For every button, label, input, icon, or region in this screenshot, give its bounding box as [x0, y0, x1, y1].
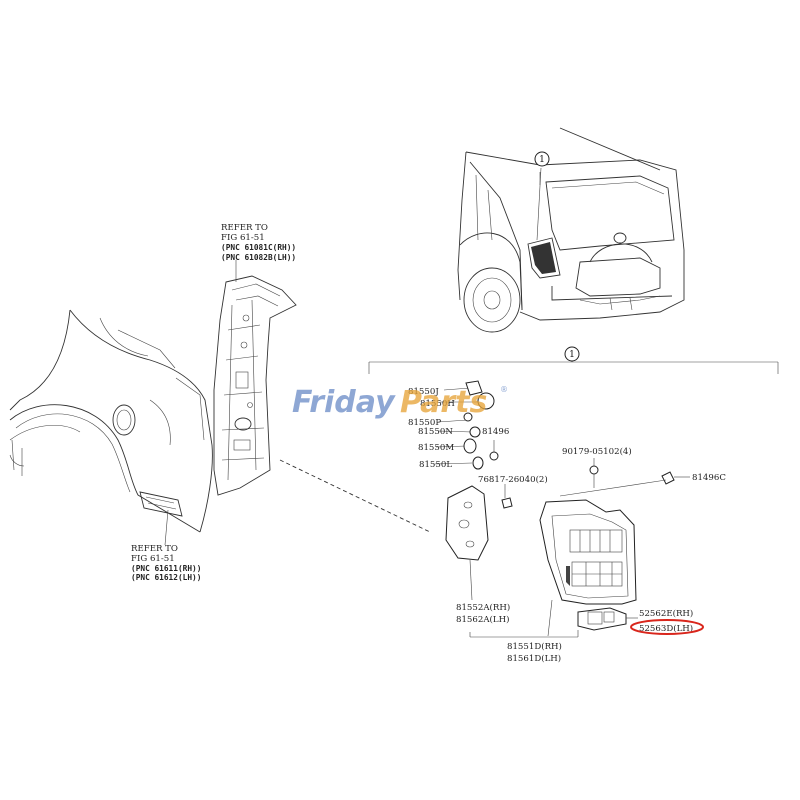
label-76817: 76817-26040(2) — [478, 474, 548, 485]
svg-text:(PNC 61612(LH)): (PNC 61612(LH)) — [131, 573, 201, 582]
label-81562a: 81562A(LH) — [456, 614, 509, 625]
label-81550l: 81550L — [419, 460, 452, 470]
svg-text:1: 1 — [539, 155, 545, 165]
refer-to-lower: REFER TO FIG 61-51 (PNC 61611(RH)) (PNC … — [131, 544, 201, 582]
label-81550m: 81550M — [418, 443, 454, 453]
dashed-leader-line — [279, 459, 431, 533]
label-90179: 90179-05102(4) — [562, 446, 632, 457]
label-81496c: 81496C — [692, 473, 726, 483]
label-81550p: 81550P — [408, 418, 441, 428]
svg-text:FIG 61-51: FIG 61-51 — [221, 233, 265, 243]
svg-text:(PNC 61611(RH)): (PNC 61611(RH)) — [131, 564, 201, 573]
vehicle-rear-drawing — [457, 127, 685, 333]
label-52563d: 52563D(LH) — [639, 623, 693, 634]
watermark-logo: Friday Parts ® — [292, 385, 508, 420]
quarter-panel-drawing — [9, 309, 213, 546]
svg-text:REFER TO: REFER TO — [221, 223, 268, 233]
part-labels: 81550J 81550H 81550P 81550N 81496 81550M… — [408, 387, 726, 664]
refer-to-upper: REFER TO FIG 61-51 (PNC 61081C(RH)) (PNC… — [221, 223, 296, 262]
gasket-drawing — [445, 485, 489, 601]
svg-text:®: ® — [500, 385, 508, 394]
label-81496: 81496 — [482, 427, 509, 437]
label-81550h: 81550H — [420, 399, 455, 409]
inner-pillar-drawing — [213, 260, 297, 496]
svg-text:1: 1 — [569, 350, 575, 360]
label-52562e: 52562E(RH) — [639, 608, 693, 619]
svg-text:Parts: Parts — [400, 385, 487, 420]
fasteners-group — [433, 380, 690, 509]
label-81551d: 81551D(RH) — [507, 641, 562, 652]
svg-text:REFER TO: REFER TO — [131, 544, 178, 554]
label-81550n: 81550N — [418, 427, 453, 437]
svg-text:Friday: Friday — [292, 385, 396, 420]
socket-drawing — [577, 607, 638, 631]
label-81552a: 81552A(RH) — [456, 602, 510, 613]
highlight-ellipse — [630, 619, 704, 635]
tail-lamp-drawing — [539, 499, 637, 637]
svg-text:FIG 61-51: FIG 61-51 — [131, 554, 175, 564]
lamp-section-frame — [368, 360, 779, 374]
label-81561d: 81561D(LH) — [507, 653, 561, 664]
bracket-line — [469, 630, 579, 638]
callout-1-lower: 1 — [564, 346, 580, 362]
label-81550j: 81550J — [408, 387, 439, 397]
svg-text:(PNC 61081C(RH)): (PNC 61081C(RH)) — [221, 243, 296, 252]
svg-text:(PNC 61082B(LH)): (PNC 61082B(LH)) — [221, 253, 296, 262]
callout-1-upper: 1 — [534, 151, 550, 167]
